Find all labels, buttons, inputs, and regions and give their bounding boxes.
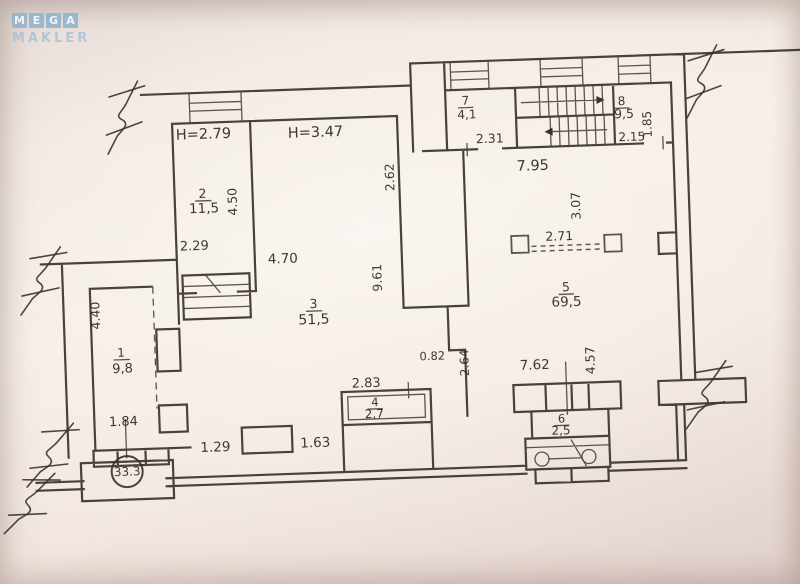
logo-subtitle: MAKLER bbox=[12, 31, 91, 46]
room7-number: 7 bbox=[461, 93, 469, 107]
logo-letter-g: G bbox=[46, 13, 61, 28]
room8-number: 8 bbox=[617, 94, 625, 108]
dim-7-95: 7.95 bbox=[516, 158, 549, 175]
fixture-circle-right bbox=[581, 448, 597, 465]
dim-2-15: 2.15 bbox=[618, 129, 645, 144]
dim-1-63: 1.63 bbox=[300, 435, 331, 452]
room2-number: 2 bbox=[198, 186, 206, 201]
dim-4-50: 4.50 bbox=[224, 188, 240, 216]
dim-1-84: 1.84 bbox=[109, 414, 138, 430]
stair-arrow-down-head bbox=[544, 127, 553, 136]
break-bottom-left-2 bbox=[2, 463, 63, 546]
logo-letter-squares: M E G A bbox=[12, 13, 90, 28]
room3-number: 3 bbox=[309, 296, 317, 311]
logo-letter-a: A bbox=[63, 13, 78, 28]
columns-dashed-link bbox=[531, 243, 602, 253]
room8-area: 9,5 bbox=[614, 106, 634, 122]
room3-area: 51,5 bbox=[298, 311, 330, 328]
dim-2-31: 2.31 bbox=[476, 130, 504, 146]
mega-makler-logo: M E G A MAKLER bbox=[12, 13, 90, 46]
dim-3-07: 3.07 bbox=[568, 192, 584, 220]
room5-area: 69,5 bbox=[551, 294, 582, 311]
dim-2-83: 2.83 bbox=[352, 376, 381, 392]
room4-area: 2,7 bbox=[365, 407, 385, 422]
break-left bbox=[19, 242, 69, 320]
dim-2-71: 2.71 bbox=[545, 228, 573, 244]
height-room2: H=2.79 bbox=[176, 126, 232, 144]
room1-dashed-partition bbox=[152, 286, 158, 409]
dim-1-85: 1.85 bbox=[640, 111, 655, 138]
dim-2-29: 2.29 bbox=[180, 239, 209, 255]
entrance-area-circle bbox=[110, 455, 144, 489]
room5-columns bbox=[510, 233, 623, 255]
room6-area: 2,5 bbox=[551, 423, 571, 438]
break-top-left bbox=[103, 79, 148, 155]
logo-letter-m: M bbox=[12, 13, 27, 28]
dim-4-40: 4.40 bbox=[87, 301, 103, 329]
windows-and-stair-treads bbox=[113, 54, 664, 467]
room5-number: 5 bbox=[562, 279, 570, 294]
outer-and-inner-walls bbox=[35, 48, 800, 503]
dim-4-57: 4.57 bbox=[582, 346, 598, 374]
fixture-circle-left bbox=[534, 451, 550, 467]
break-top-right bbox=[682, 43, 727, 119]
dim-2-64: 2.64 bbox=[457, 349, 472, 376]
entrance-circle-label: 33.3 bbox=[114, 464, 141, 479]
break-bottom-left-1 bbox=[25, 415, 82, 496]
room4-number: 4 bbox=[371, 395, 379, 409]
dim-0-82: 0.82 bbox=[419, 348, 445, 363]
room6-number: 6 bbox=[558, 411, 566, 425]
room2-area: 11,5 bbox=[189, 200, 220, 217]
stair-arrow-up-head bbox=[596, 96, 605, 105]
dim-1-29: 1.29 bbox=[200, 439, 231, 456]
room7-area: 4,1 bbox=[457, 107, 477, 122]
room1-number: 1 bbox=[117, 346, 125, 360]
logo-letter-e: E bbox=[29, 13, 44, 28]
height-room3: H=3.47 bbox=[288, 124, 344, 142]
dim-7-62: 7.62 bbox=[519, 357, 550, 374]
dim-2-62: 2.62 bbox=[382, 163, 398, 191]
dim-9-61: 9.61 bbox=[369, 264, 385, 292]
dim-4-70: 4.70 bbox=[268, 251, 299, 268]
room1-area: 9,8 bbox=[112, 361, 133, 377]
break-bottom-right bbox=[684, 356, 734, 434]
